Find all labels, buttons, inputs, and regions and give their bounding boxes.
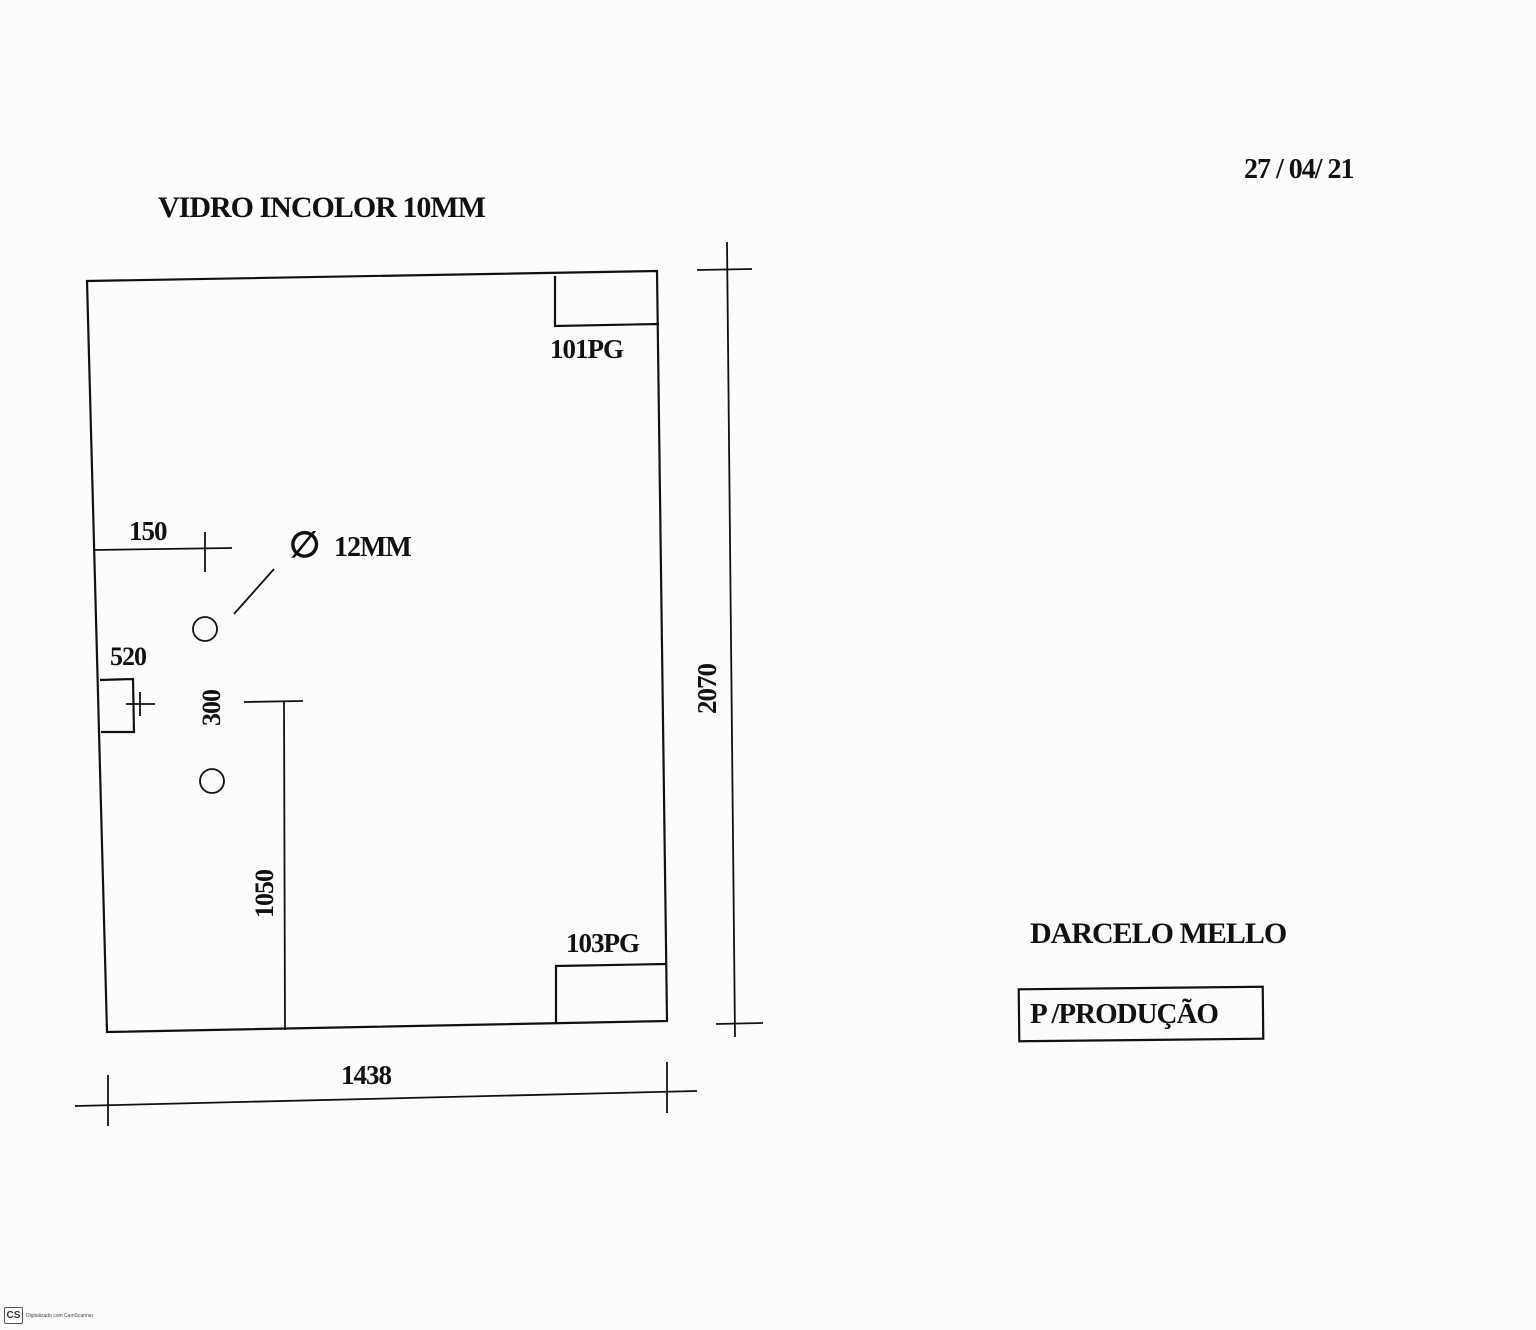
corner-fitting-top-label: 101PG	[550, 334, 624, 364]
dim-vertical-height-label: 1050	[250, 869, 279, 918]
dim-tick-vertical-height	[243, 700, 304, 703]
notch-box	[99, 677, 136, 734]
dim-line-vertical-height	[283, 701, 286, 1031]
production-stamp-box	[1017, 985, 1265, 1043]
hole-upper	[192, 616, 218, 642]
scanner-watermark: CS Digitalizado com CamScanner	[4, 1307, 93, 1324]
diameter-symbol: ∅	[289, 525, 319, 565]
dim-line-left-offset	[92, 547, 233, 551]
dim-left-offset-label: 150	[129, 516, 167, 546]
glass-panel-outline	[85, 269, 669, 1034]
hole-leader-line	[233, 568, 275, 615]
dim-line-overall-height	[726, 241, 736, 1038]
corner-fitting-bottom-box	[554, 962, 667, 1024]
dim-tick-overall-height-top	[696, 268, 753, 271]
production-stamp-label: P /PRODUÇÃO	[1030, 997, 1218, 1030]
camscanner-logo-icon: CS	[4, 1307, 23, 1324]
glass-spec-title: VIDRO INCOLOR 10MM	[158, 191, 486, 224]
dim-hole-spacing-label: 300	[197, 689, 226, 726]
hole-lower	[199, 768, 225, 794]
dim-tick-overall-height-bottom	[715, 1022, 764, 1025]
overall-height-label: 2070	[692, 664, 722, 715]
overall-width-label: 1438	[341, 1060, 392, 1090]
corner-fitting-top-box	[553, 276, 660, 328]
drawing-date: 27 / 04/ 21	[1244, 154, 1354, 185]
dim-line-overall-width	[74, 1090, 698, 1107]
hole-diameter-label: 12MM	[334, 532, 411, 563]
scanner-caption: Digitalizado com CamScanner	[26, 1312, 94, 1319]
corner-fitting-bottom-label: 103PG	[566, 928, 640, 958]
dim-notch-label: 520	[110, 642, 147, 671]
client-name: DARCELO MELLO	[1030, 917, 1286, 950]
